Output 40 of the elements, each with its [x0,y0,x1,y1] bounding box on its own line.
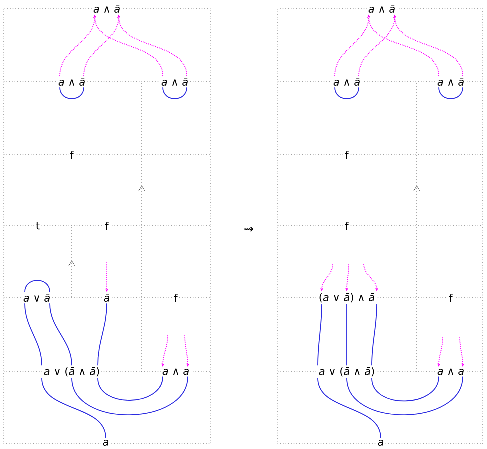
formula: f [104,220,110,232]
formula: f [344,220,350,232]
formula: (a ∨ ā) ∧ ā [317,292,377,304]
formula: a ∧ ā [56,76,88,88]
formula: f [172,292,180,304]
link-arc [318,304,322,366]
link-arc [98,376,164,401]
formula: f [344,150,350,160]
link-arc [162,87,188,100]
formula: a ∧ ā [332,76,362,88]
link-arc [372,376,440,402]
link-arc [60,87,84,100]
formula: a ∧ a [160,367,192,377]
link-arc [72,376,188,416]
formula: a [376,438,386,448]
link-arc [42,378,106,439]
link-arc [98,303,108,366]
link-arc [318,378,382,439]
link-arc [438,87,464,100]
formula: a ∨ ā [22,292,52,304]
formula: a ∨ (ā ∧ ā) [317,366,377,378]
formula: a ∧ ā [366,4,398,14]
link-arc [24,280,50,293]
formula: f [448,292,454,304]
formula: a ∧ ā [92,4,122,14]
formula: a [101,438,111,448]
rewrite-symbol: ⇝ [244,226,254,232]
formula: ā [102,292,112,304]
formula: t [34,220,42,232]
formula: a ∧ ā [160,76,190,88]
link-arc [334,87,360,100]
link-arc [24,303,42,366]
link-arc [346,304,348,366]
link-arc [50,303,72,366]
formula: f [68,150,76,160]
formula: a ∧ a [436,367,466,377]
formula: a ∧ ā [436,76,466,88]
formula: a ∨ (ā ∧ ā) [42,366,102,378]
link-arc [346,376,464,416]
link-arc [372,304,378,366]
